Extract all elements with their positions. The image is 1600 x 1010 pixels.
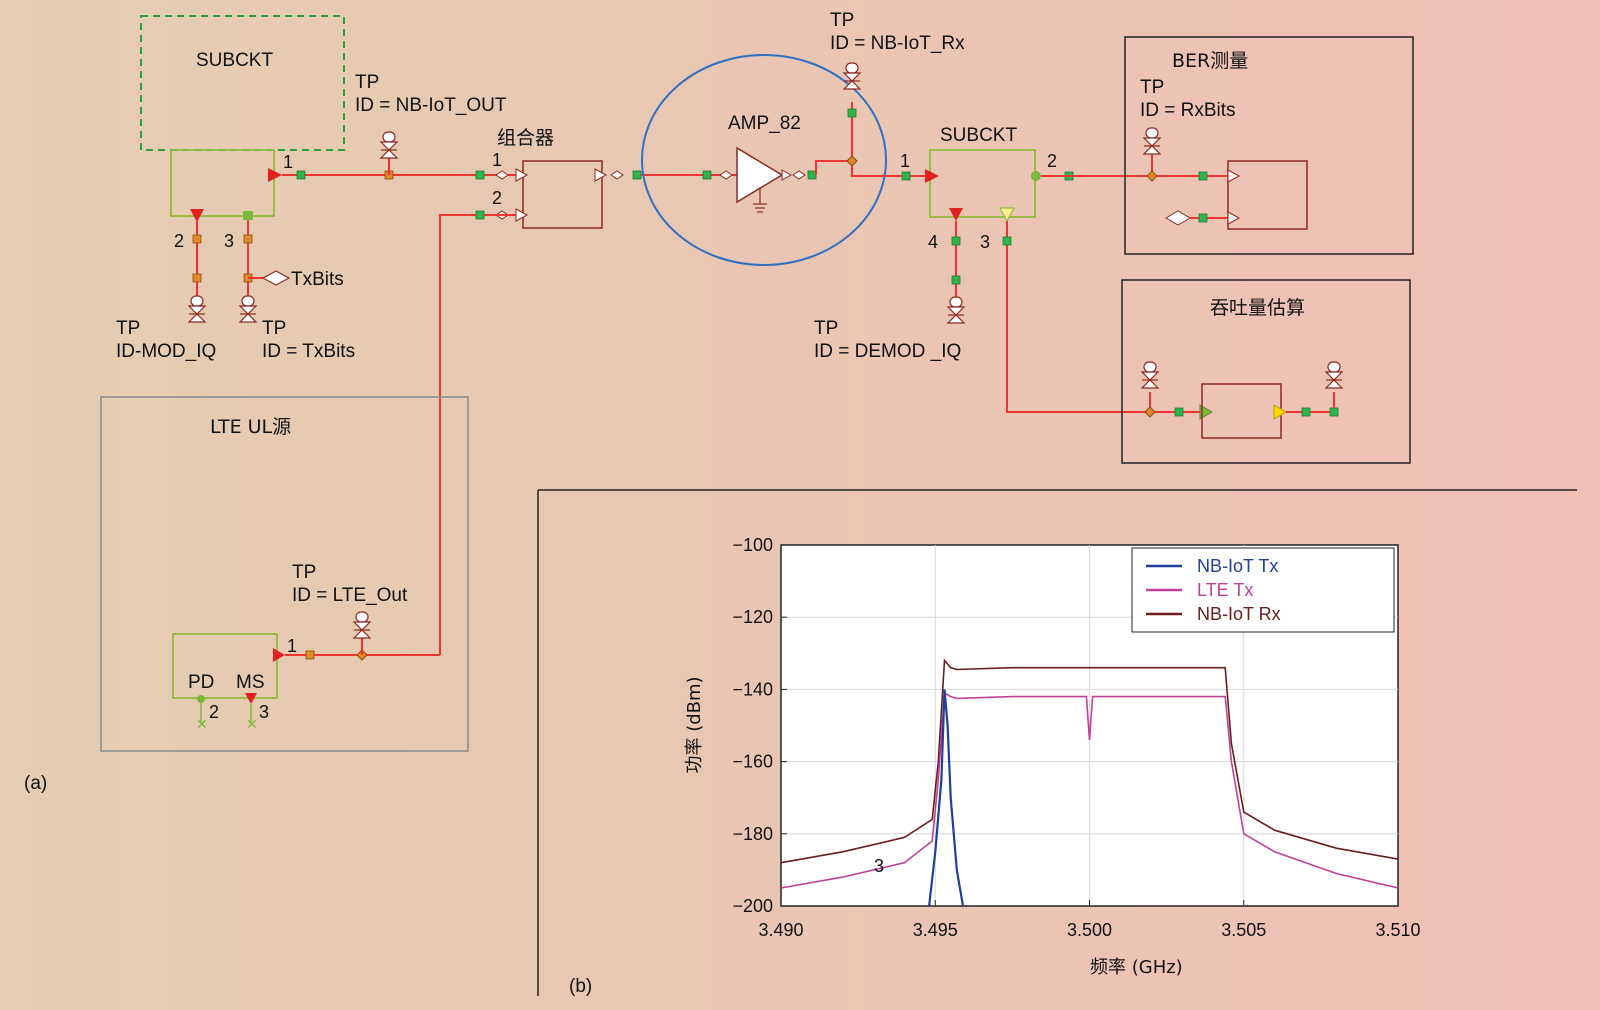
- tick-labels: 3.490 3.495 3.500 3.505 3.510 −100 −120 −140 −16…: [732, 535, 1420, 940]
- pin-1-arrow: [268, 168, 282, 182]
- y-axis-label: 功率 (dBm): [684, 676, 705, 773]
- tp-txbits-tp: TP: [262, 318, 286, 339]
- chart-annotation: 3: [874, 856, 884, 876]
- txbits-port-label: TxBits: [291, 269, 344, 290]
- subckt-top-dashed-box: [140, 15, 345, 151]
- combiner-block: [522, 160, 603, 229]
- series-line-1: [780, 691, 1399, 889]
- tp-nbiot-rx-id: ID = NB-IoT_Rx: [830, 33, 965, 54]
- pin-label: 1: [900, 151, 910, 171]
- pin-label: 1: [492, 150, 502, 170]
- tp-nbiot-rx-tp: TP: [830, 10, 854, 31]
- y-tick-label: −100: [732, 535, 773, 555]
- tp-probe-icon: [1141, 361, 1159, 389]
- tp-mod-iq-tp: TP: [116, 318, 140, 339]
- subckt-top-label: SUBCKT: [196, 50, 273, 71]
- ber-block-frame: [1124, 36, 1414, 255]
- throughput-block-label: 吞吐量估算: [1210, 297, 1305, 319]
- pin-label: 3: [259, 702, 269, 722]
- legend-label: LTE Tx: [1197, 580, 1253, 600]
- throughput-inner-block: [1201, 383, 1282, 439]
- tp-lte-out-id: ID = LTE_Out: [292, 585, 408, 606]
- tp-demod-iq-tp: TP: [814, 318, 838, 339]
- tp-probe-icon: [380, 131, 398, 159]
- y-tick-label: −160: [732, 752, 773, 772]
- tp-probe-icon: [1143, 127, 1161, 155]
- tp-nbiot-out-id: ID = NB-IoT_OUT: [355, 95, 507, 116]
- svg-text:✕: ✕: [246, 717, 258, 733]
- amp-label: AMP_82: [728, 113, 801, 134]
- x-tick-label: 3.500: [1067, 920, 1112, 940]
- throughput-block-frame: [1121, 279, 1411, 464]
- x-tick-label: 3.505: [1221, 920, 1266, 940]
- combiner-label: 组合器: [497, 127, 554, 149]
- series-line-0: [928, 689, 965, 907]
- pin-label: 2: [492, 188, 502, 208]
- x-tick-label: 3.510: [1375, 920, 1420, 940]
- lte-source-block: [172, 633, 278, 699]
- lte-source-label: LTE UL源: [210, 416, 291, 438]
- tp-nbiot-out-tp: TP: [355, 72, 379, 93]
- figure-label-a: (a): [24, 773, 47, 794]
- y-tick-label: −140: [732, 679, 773, 699]
- tp-probe-icon: [239, 295, 257, 323]
- pin-label: 2: [209, 702, 219, 722]
- pin-label: 2: [174, 231, 184, 251]
- figure-label-b: (b): [569, 976, 592, 997]
- svg-text:✕: ✕: [196, 717, 208, 733]
- ms-label: MS: [236, 672, 265, 693]
- ber-block-label: BER测量: [1172, 50, 1248, 72]
- tp-rxbits-tp: TP: [1140, 77, 1164, 98]
- ber-inner-block: [1227, 160, 1308, 230]
- pin-label: 2: [1047, 151, 1057, 171]
- series-lines: [780, 658, 1399, 907]
- tp-probe-icon: [843, 62, 861, 90]
- tp-demod-iq-id: ID = DEMOD _IQ: [814, 341, 961, 362]
- pin-label: 4: [928, 232, 938, 252]
- tp-rxbits-id: ID = RxBits: [1140, 100, 1236, 121]
- lte-source-frame: [100, 396, 469, 752]
- pin-label: 3: [224, 231, 234, 251]
- x-tick-label: 3.490: [758, 920, 803, 940]
- schematic: SUBCKT 1 2 3 TxBits TP ID-MOD_IQ TP ID =…: [24, 10, 1414, 794]
- grid: [780, 544, 1399, 907]
- pin-label: 1: [283, 152, 293, 172]
- y-tick-label: −120: [732, 607, 773, 627]
- nbiot-source-block: [170, 150, 275, 217]
- tp-probe-icon: [1325, 361, 1343, 389]
- series-line-2: [780, 658, 1399, 864]
- y-tick-label: −180: [732, 824, 773, 844]
- amp-highlight-ellipse: [641, 54, 887, 266]
- subckt-rx-label: SUBCKT: [940, 125, 1017, 146]
- subckt-rx-block: [929, 149, 1036, 218]
- spectrum-chart: 3.490 3.495 3.500 3.505 3.510 −100 −120 −140 −16…: [684, 535, 1421, 978]
- tp-probe-icon: [353, 611, 371, 639]
- tp-probe-icon: [188, 295, 206, 323]
- legend-label: NB-IoT Tx: [1197, 556, 1278, 576]
- tp-probe-icon: [947, 296, 965, 324]
- y-tick-label: −200: [732, 896, 773, 916]
- tp-mod-iq-id: ID-MOD_IQ: [116, 341, 216, 362]
- tp-lte-out-tp: TP: [292, 562, 316, 583]
- x-axis-label: 频率 (GHz): [1090, 957, 1183, 978]
- pin-label: 3: [980, 232, 990, 252]
- x-tick-label: 3.495: [913, 920, 958, 940]
- pin-label: 1: [287, 636, 297, 656]
- legend-label: NB-IoT Rx: [1197, 604, 1281, 624]
- pd-label: PD: [188, 672, 214, 693]
- tp-txbits-id: ID = TxBits: [262, 341, 355, 362]
- legend: NB-IoT Tx LTE Tx NB-IoT Rx: [1131, 547, 1395, 633]
